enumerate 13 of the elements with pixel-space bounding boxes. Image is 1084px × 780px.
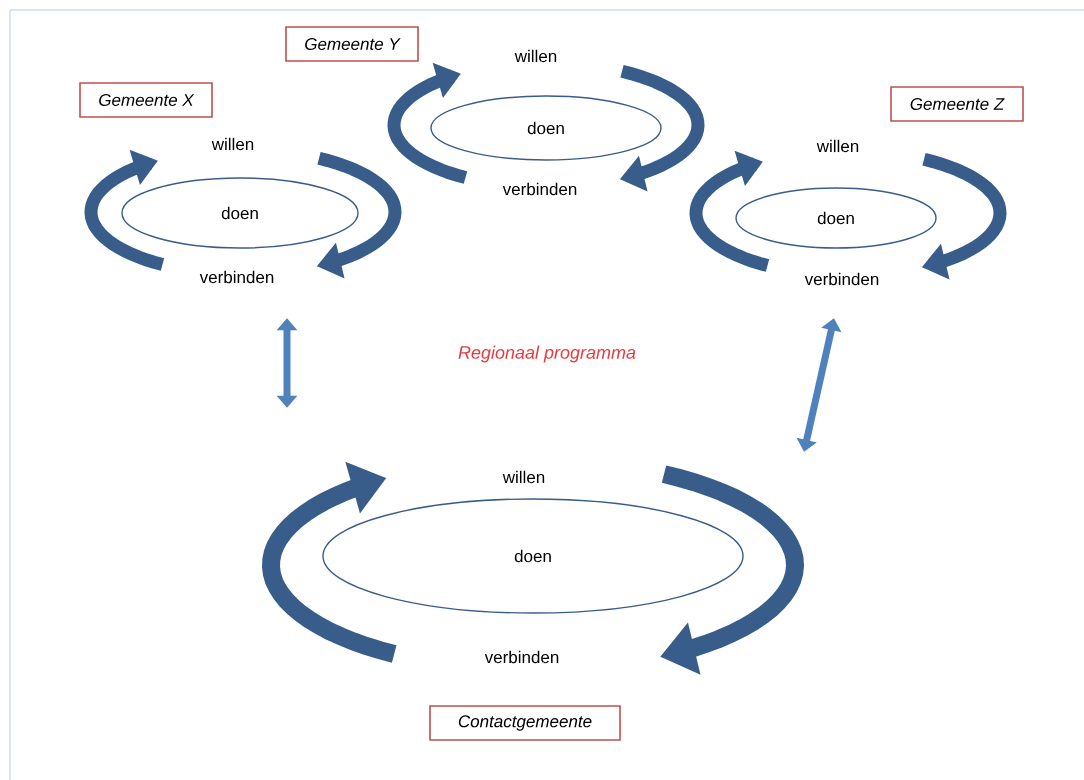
cycle-label: verbinden — [484, 650, 559, 664]
cycle-label: verbinden — [502, 182, 577, 196]
cycle-label: verbinden — [804, 272, 879, 286]
label-box: Gemeente X — [79, 82, 213, 118]
title-label: Regionaal programma — [458, 345, 636, 363]
label-box: Contactgemeente — [429, 705, 621, 741]
cycle-label: verbinden — [199, 270, 274, 284]
cycle-label: willen — [502, 470, 545, 484]
label-box: Gemeente Y — [285, 26, 419, 62]
cycle-label: willen — [816, 139, 859, 153]
label-box: Gemeente Z — [890, 86, 1024, 122]
cycle-label: willen — [211, 137, 254, 151]
cycle-label: willen — [514, 49, 557, 63]
